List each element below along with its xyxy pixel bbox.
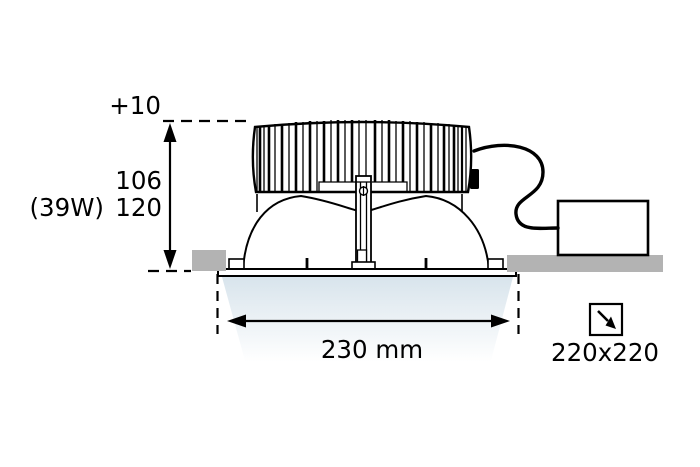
mounting-clip-right (487, 258, 504, 270)
heatsink-fin-steps (318, 181, 408, 192)
power-cable (472, 143, 560, 231)
housing-hidden-edges (256, 194, 463, 212)
label-depth-120: 120 (115, 193, 162, 222)
mounting-clip-left (228, 258, 245, 270)
label-wattage: (39W) (29, 193, 104, 222)
cutout-icon (588, 302, 624, 337)
label-cutout-220: 220x220 (551, 338, 659, 367)
arrow-down-icon (163, 250, 177, 269)
heatsink-fins (256, 120, 467, 192)
mounting-bracket (351, 175, 376, 270)
cable-gland (470, 169, 479, 189)
arrow-left-icon (227, 314, 246, 328)
label-protrusion: +10 (109, 91, 161, 120)
driver-box (556, 199, 650, 257)
height-dimension-arrow (163, 123, 177, 269)
reference-dashes (148, 119, 520, 334)
trim-flange (217, 268, 517, 277)
arrow-up-icon (163, 123, 177, 142)
width-dimension-arrow (227, 314, 510, 328)
arrow-right-icon (491, 314, 510, 328)
label-depth-106: 106 (115, 166, 162, 195)
light-beam (222, 277, 513, 368)
label-width-230: 230 mm (321, 335, 423, 364)
ceiling-section-left (192, 250, 226, 271)
trim-springs (305, 258, 428, 269)
ceiling-section-right (507, 255, 663, 272)
heatsink (251, 120, 473, 194)
